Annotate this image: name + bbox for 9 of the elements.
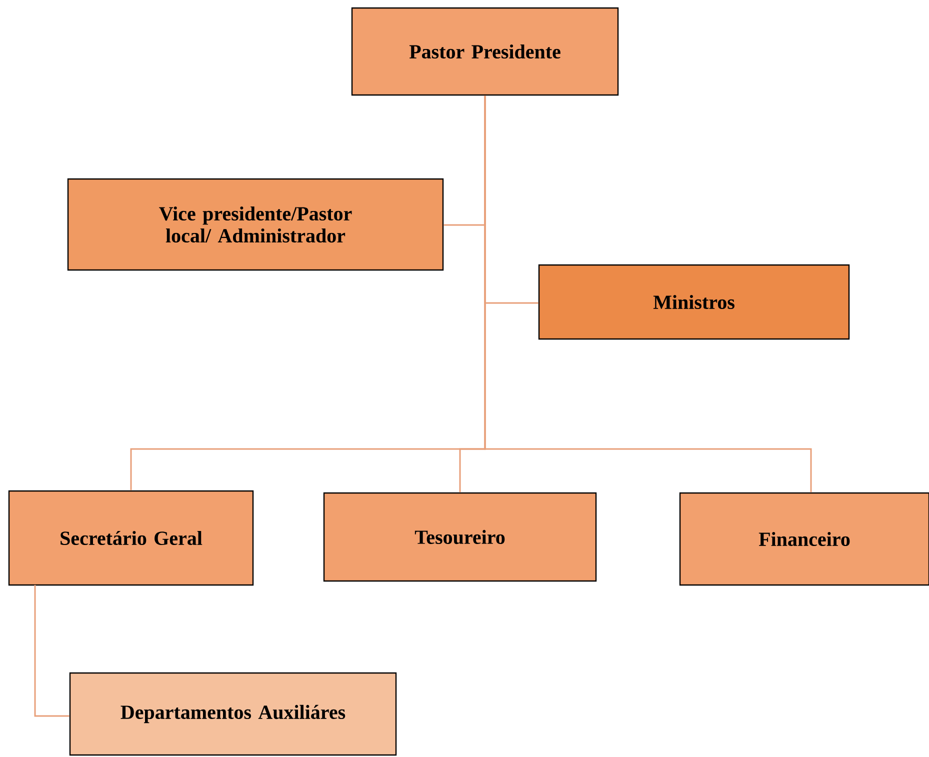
connector-line [34, 585, 70, 717]
org-box: Tesoureiro [323, 492, 597, 582]
org-box: Pastor Presidente [351, 7, 619, 96]
org-box: Financeiro [679, 492, 929, 586]
org-box: Secretário Geral [8, 490, 254, 586]
org-box: Ministros [538, 264, 850, 340]
connector-line [484, 96, 812, 492]
org-box: Vice presidente/Pastor local/ Administrador [67, 178, 444, 271]
org-box: Departamentos Auxiliáres [69, 672, 397, 756]
